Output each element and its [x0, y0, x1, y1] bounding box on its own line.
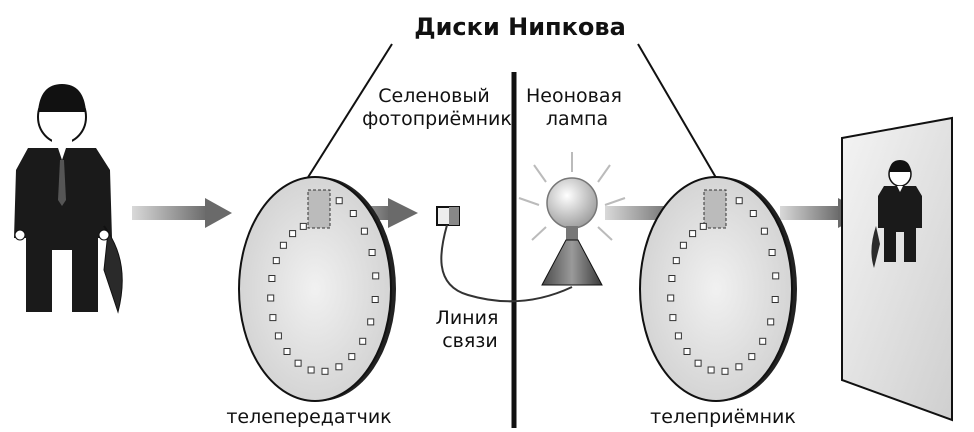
disk-hole [759, 337, 767, 345]
photodetector-label: Селеновый фотоприёмник [362, 85, 512, 130]
disk-hole [767, 318, 775, 326]
disk-hole [689, 230, 697, 238]
neon-lamp [518, 152, 626, 286]
arrow-person-to-disk [132, 198, 232, 228]
disk-hole [669, 314, 677, 322]
disk-hole [299, 222, 307, 230]
disk-hole [279, 241, 287, 249]
disk-hole [268, 275, 276, 282]
title-pointer-right [637, 43, 723, 189]
transmitter-nipkow-disk [238, 176, 396, 402]
link-label-line2: связи [442, 330, 498, 352]
disk-hole [760, 227, 768, 235]
receiver-disk-holes [667, 197, 780, 375]
link-label-line1: Линия [436, 307, 499, 329]
disk-hole [307, 366, 315, 374]
display-screen [841, 116, 953, 422]
neon-lamp-label: Неоновая лампа [526, 85, 628, 130]
disk-hole [668, 275, 676, 282]
disk-hole [771, 296, 779, 303]
neon-lamp-label-line2: лампа [546, 108, 608, 130]
disk-hole [359, 337, 367, 345]
receiver-label: телеприёмник [650, 406, 796, 428]
disk-hole [283, 348, 291, 355]
disk-hole [335, 197, 343, 205]
disk-hole [349, 210, 357, 217]
disk-hole [289, 230, 297, 238]
transmitter-disk-holes [267, 197, 380, 375]
disk-hole [772, 272, 780, 280]
disk-hole [371, 296, 379, 303]
disk-hole [372, 272, 380, 280]
disk-hole [274, 332, 282, 340]
disk-hole [367, 318, 375, 326]
disk-hole [360, 227, 368, 235]
disk-hole [672, 257, 680, 265]
disk-hole [335, 363, 343, 371]
disk-hole [768, 249, 776, 256]
diagram-title: Диски Нипкова [414, 13, 626, 41]
disk-hole [294, 359, 302, 367]
person-figure [14, 84, 123, 314]
screen-person-image [871, 160, 922, 268]
disk-hole [272, 257, 280, 265]
disk-hole [707, 366, 715, 374]
selenium-photodetector [436, 206, 460, 226]
disk-hole [694, 359, 702, 367]
disk-hole [368, 249, 376, 256]
disk-hole [735, 197, 743, 205]
disk-hole [348, 353, 356, 361]
disk-hole [267, 294, 275, 302]
photodetector-label-line2: фотоприёмник [362, 108, 512, 130]
disk-hole [749, 210, 757, 217]
disk-hole [269, 314, 277, 322]
disk-hole [683, 348, 691, 355]
communication-line [440, 224, 573, 303]
disk-hole [679, 241, 687, 249]
link-label: Линия связи [436, 307, 505, 352]
photodetector-label-line1: Селеновый [378, 85, 489, 107]
disk-hole [721, 367, 729, 375]
disk-hole [699, 222, 707, 230]
disk-hole [748, 353, 756, 361]
disk-hole [321, 367, 329, 375]
transmitter-label: телепередатчик [226, 406, 391, 428]
disk-hole [674, 332, 682, 340]
disk-hole [735, 363, 743, 371]
disk-hole [667, 294, 675, 302]
receiver-nipkow-disk [639, 176, 797, 402]
neon-lamp-label-line1: Неоновая [526, 85, 622, 107]
title-pointer-left [299, 43, 393, 191]
